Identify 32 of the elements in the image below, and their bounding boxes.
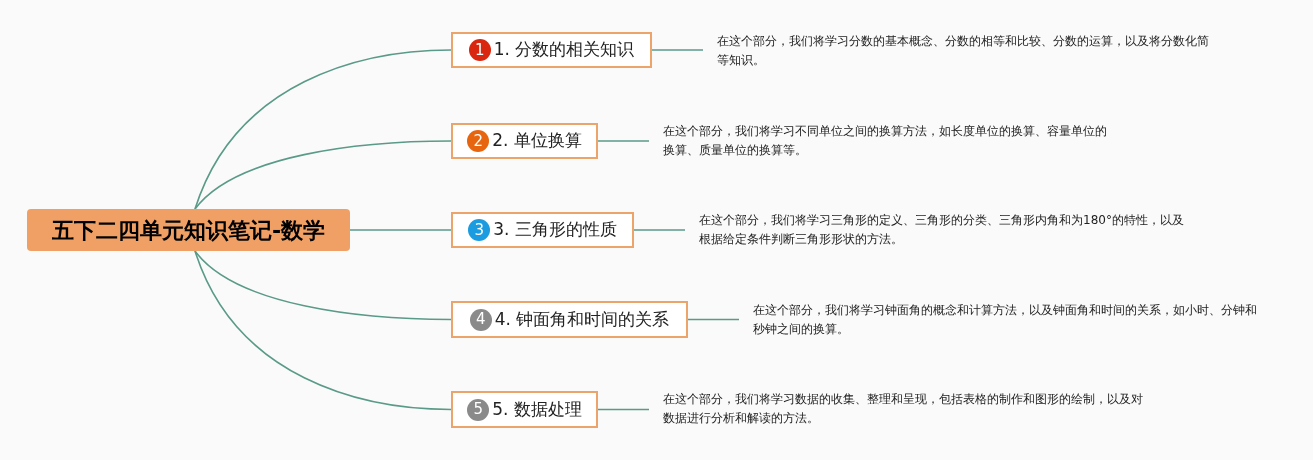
connector-line <box>194 250 452 411</box>
root-topic-text: 五下二四单元知识笔记-数学 <box>51 216 326 245</box>
number-badge: 3 <box>468 219 491 241</box>
description-text: 在这个部分，我们将学习钟面角的概念和计算方法，以及钟面角和时间的关系，如小时、分钟和秒钟之间的换算。 <box>753 302 1258 338</box>
topic-text: 3. 三角形的性质 <box>493 218 617 242</box>
description-text: 在这个部分，我们将学习数据的收集、整理和呈现，包括表格的制作和图形的绘制，以及对数据进行分析和解读的方法。 <box>663 391 1144 427</box>
topic-box <box>451 391 598 428</box>
topic-box <box>451 301 688 338</box>
connector-line <box>687 318 740 321</box>
connector-line <box>633 229 686 231</box>
topic-text: 4. 钟面角和时间的关系 <box>494 307 670 331</box>
connector-line <box>194 49 452 210</box>
description-text: 在这个部分，我们将学习不同单位之间的换算方法，如长度单位的换算、容量单位的换算、质量单位的换算等。 <box>663 123 1108 159</box>
description-text: 在这个部分，我们将学习分数的基本概念、分数的相等和比较、分数的运算，以及将分数化简等知识。 <box>717 33 1210 69</box>
number-badge: 1 <box>468 39 491 61</box>
connector-line <box>349 229 452 231</box>
description-text: 在这个部分，我们将学习三角形的定义、三角形的分类、三角形内角和为180°的特性，以及根据给定条件判断三角形形状的方法。 <box>699 212 1185 248</box>
topic-text: 1. 分数的相关知识 <box>493 38 635 62</box>
connector-line <box>651 49 704 51</box>
topic-box <box>451 32 652 68</box>
topic-text: 5. 数据处理 <box>492 397 582 421</box>
root-topic-box <box>27 209 350 251</box>
number-badge: 5 <box>467 398 490 421</box>
connector-line <box>194 250 452 321</box>
number-badge: 2 <box>467 130 490 152</box>
topic-text: 2. 单位换算 <box>492 129 582 153</box>
connector-line <box>597 140 650 142</box>
topic-box <box>451 123 598 159</box>
topic-box <box>451 212 634 248</box>
connector-line <box>194 140 452 210</box>
number-badge: 4 <box>469 308 492 331</box>
connector-line <box>597 408 650 411</box>
